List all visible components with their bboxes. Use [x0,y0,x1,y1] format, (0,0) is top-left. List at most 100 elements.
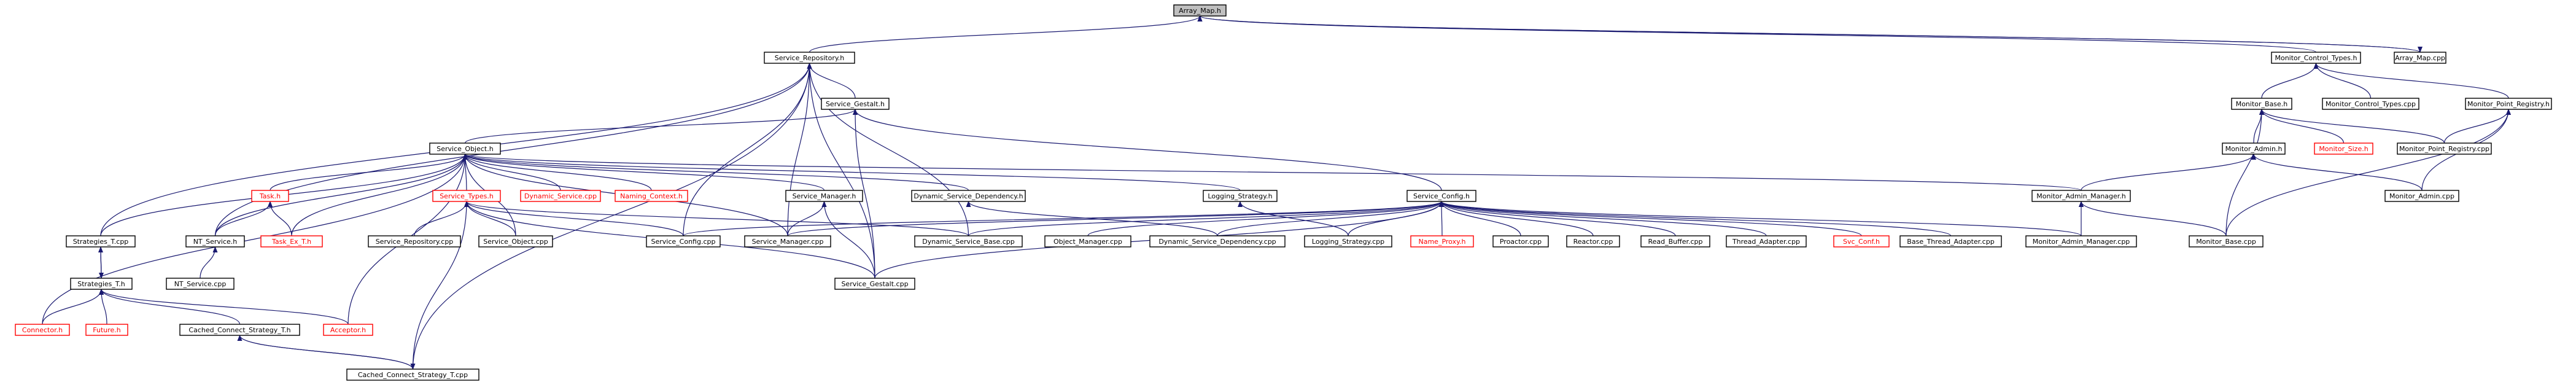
node-label: Logging_Strategy.cpp [1312,238,1384,246]
node-box [478,235,553,248]
node-dynamic-service-dependency-cpp[interactable]: Dynamic_Service_Dependency.cpp [1149,235,1286,248]
node-connector-h[interactable]: Connector.h [15,324,70,336]
node-nt-service-cpp[interactable]: NT_Service.cpp [166,278,235,290]
node-box [260,235,323,248]
node-box [1833,235,1890,248]
node-svc-conf-h[interactable]: Svc_Conf.h [1833,235,1890,248]
node-dynamic-service-base-cpp[interactable]: Dynamic_Service_Base.cpp [914,235,1023,248]
node-logging-strategy-h[interactable]: Logging_Strategy.h [1203,190,1278,202]
node-strategies-t-h[interactable]: Strategies_T.h [70,278,133,290]
node-label: Connector.h [22,326,63,334]
node-box [2189,235,2264,248]
node-read-buffer-cpp[interactable]: Read_Buffer.cpp [1640,235,1710,248]
edge-task-ex-t-h-to-task-h [268,201,292,236]
node-service-config-h[interactable]: Service_Config.h [1406,190,1476,202]
node-dynamic-service-dependency-h[interactable]: Dynamic_Service_Dependency.h [911,190,1026,202]
node-label: Reactor.cpp [1573,238,1613,246]
node-service-types-h[interactable]: Service_Types.h [432,190,501,202]
node-label: Array_Map.h [1179,7,1221,15]
node-thread-adapter-cpp[interactable]: Thread_Adapter.cpp [1726,235,1807,248]
node-future-h[interactable]: Future.h [85,324,128,336]
node-base-thread-adapter-cpp[interactable]: Base_Thread_Adapter.cpp [1899,235,2002,248]
node-service-manager-cpp[interactable]: Service_Manager.cpp [744,235,831,248]
node-nt-service-h[interactable]: NT_Service.h [185,235,245,248]
node-monitor-admin-manager-cpp[interactable]: Monitor_Admin_Manager.cpp [2025,235,2137,248]
node-label: Dynamic_Service_Dependency.cpp [1158,238,1276,246]
node-box [2314,142,2373,155]
node-label: Monitor_Point_Registry.h [2467,100,2550,108]
node-array-map-cpp[interactable]: Array_Map.cpp [2394,52,2446,64]
node-label: Monitor_Control_Types.cpp [2326,100,2416,108]
edge-nt-service-cpp-to-nt-service-h [200,246,218,279]
edge-thread-adapter-cpp-to-service-config-h [1439,201,1767,236]
node-cached-connect-strategy-t-cpp[interactable]: Cached_Connect_Strategy_T.cpp [346,369,479,381]
node-object-manager-cpp[interactable]: Object_Manager.cpp [1044,235,1131,248]
node-proactor-cpp[interactable]: Proactor.cpp [1492,235,1549,248]
node-monitor-admin-cpp[interactable]: Monitor_Admin.cpp [2384,190,2459,202]
node-label: Strategies_T.h [77,280,125,288]
node-dynamic-service-cpp[interactable]: Dynamic_Service.cpp [520,190,601,202]
node-cached-connect-strategy-t-h[interactable]: Cached_Connect_Strategy_T.h [179,324,300,336]
node-service-repository-cpp[interactable]: Service_Repository.cpp [368,235,461,248]
node-monitor-control-types-cpp[interactable]: Monitor_Control_Types.cpp [2322,98,2419,110]
edge-service-config-h-to-service-gestalt-h [853,109,1442,191]
node-reactor-cpp[interactable]: Reactor.cpp [1566,235,1620,248]
node-label: Task.h [259,192,281,200]
node-service-object-cpp[interactable]: Service_Object.cpp [478,235,553,248]
edge-monitor-admin-cpp-to-monitor-admin-h [2251,154,2423,191]
node-box [179,324,300,336]
node-service-object-h[interactable]: Service_Object.h [429,142,501,155]
node-box [2394,52,2446,64]
node-monitor-point-registry-cpp[interactable]: Monitor_Point_Registry.cpp [2397,142,2492,155]
edge-service-manager-cpp-to-service-config-h [787,201,1444,236]
node-service-config-cpp[interactable]: Service_Config.cpp [646,235,721,248]
edge-monitor-size-h-to-monitor-base-h [2259,109,2345,144]
node-name-proxy-h[interactable]: Name_Proxy.h [1410,235,1474,248]
edge-task-ex-t-h-to-service-object-h [291,154,468,236]
node-service-repository-h[interactable]: Service_Repository.h [764,52,855,64]
edge-monitor-base-h-to-monitor-control-types-h [2261,63,2319,99]
node-service-gestalt-cpp[interactable]: Service_Gestalt.cpp [834,278,915,290]
node-acceptor-h[interactable]: Acceptor.h [323,324,373,336]
node-box [615,190,688,202]
node-box [1044,235,1131,248]
node-service-manager-h[interactable]: Service_Manager.h [785,190,863,202]
node-strategies-t-cpp[interactable]: Strategies_T.cpp [66,235,136,248]
node-naming-context-h[interactable]: Naming_Context.h [615,190,688,202]
node-task-ex-t-h[interactable]: Task_Ex_T.h [260,235,323,248]
edge-dynamic-service-base-cpp-to-service-types-h [464,201,969,236]
node-label: Cached_Connect_Strategy_T.cpp [358,371,468,379]
edge-service-manager-cpp-to-service-manager-h [787,201,827,236]
node-monitor-base-h[interactable]: Monitor_Base.h [2231,98,2292,110]
node-box [1640,235,1710,248]
node-label: Monitor_Admin.cpp [2389,192,2454,200]
node-monitor-base-cpp[interactable]: Monitor_Base.cpp [2189,235,2264,248]
node-box [1203,190,1278,202]
edge-connector-h-to-service-object-h [42,154,468,325]
node-logging-strategy-cpp[interactable]: Logging_Strategy.cpp [1304,235,1392,248]
node-task-h[interactable]: Task.h [251,190,289,202]
edge-dynamic-service-cpp-to-service-object-h [462,154,561,191]
node-label: Monitor_Point_Registry.cpp [2399,145,2489,153]
edge-service-repository-h-to-array-map-h [809,15,1203,53]
edge-monitor-point-registry-cpp-to-monitor-point-registry-h [2443,109,2511,144]
edge-layer [42,15,2511,370]
edge-service-gestalt-cpp-to-service-repository-h [807,63,875,279]
node-box [166,278,235,290]
node-monitor-point-registry-h[interactable]: Monitor_Point_Registry.h [2465,98,2552,110]
node-box [785,190,863,202]
edge-service-manager-cpp-to-service-repository-h [787,63,812,236]
node-monitor-admin-h[interactable]: Monitor_Admin.h [2222,142,2286,155]
node-service-gestalt-h[interactable]: Service_Gestalt.h [821,98,890,110]
node-label: Service_Types.h [440,192,494,200]
node-label: Read_Buffer.cpp [1648,238,1702,246]
edge-monitor-admin-manager-h-to-monitor-admin-h [2081,154,2256,191]
node-label: Monitor_Admin.h [2225,145,2283,153]
node-monitor-admin-manager-h[interactable]: Monitor_Admin_Manager.h [2031,190,2131,202]
node-monitor-size-h[interactable]: Monitor_Size.h [2314,142,2373,155]
edge-service-gestalt-h-to-service-repository-h [807,63,856,99]
node-label: Service_Object.h [436,145,493,153]
node-box [764,52,855,64]
node-label: Monitor_Size.h [2319,145,2368,153]
node-monitor-control-types-h[interactable]: Monitor_Control_Types.h [2271,52,2361,64]
